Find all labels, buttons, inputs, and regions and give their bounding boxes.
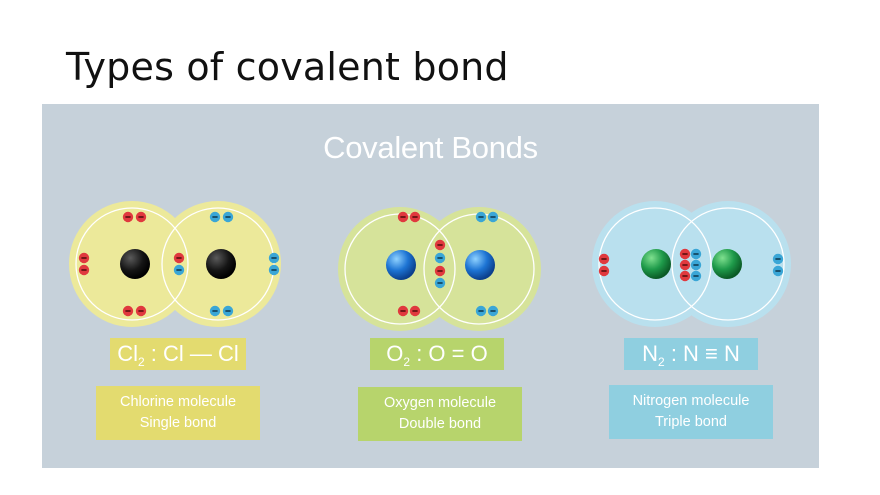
nitrogen-molecule-diagram	[592, 201, 791, 327]
chlorine-formula-label: Cl2 : Cl — Cl	[110, 338, 246, 370]
oxygen-description: Oxygen molecule Double bond	[358, 387, 522, 441]
nitrogen-nucleus-left	[641, 249, 671, 279]
formula-symbol: N	[642, 341, 658, 366]
chlorine-description: Chlorine molecule Single bond	[96, 386, 260, 440]
slide-title: Types of covalent bond	[66, 45, 509, 89]
bond-type: Single bond	[139, 415, 217, 431]
formula-subscript: 2	[658, 355, 665, 369]
nitrogen-nucleus-right	[712, 249, 742, 279]
oxygen-nucleus-right	[465, 250, 495, 280]
formula-symbol: O	[386, 341, 404, 366]
bond-diagrams	[69, 201, 791, 331]
formula-subscript: 2	[137, 355, 145, 369]
chlorine-molecule-diagram	[69, 201, 281, 327]
oxygen-nucleus-left	[386, 250, 416, 280]
formula-structure: : N ≡ N	[670, 341, 740, 366]
nitrogen-description: Nitrogen molecule Triple bond	[609, 385, 773, 439]
nitrogen-formula-label: N2 : N ≡ N	[624, 338, 758, 370]
figure-title: Covalent Bonds	[323, 130, 538, 165]
formula-structure: : Cl — Cl	[150, 341, 239, 366]
formula-subscript: 2	[403, 355, 411, 369]
molecule-name: Nitrogen molecule	[632, 393, 750, 409]
chlorine-nucleus-right	[206, 249, 236, 279]
bond-type: Triple bond	[654, 414, 727, 430]
oxygen-molecule-diagram	[338, 207, 541, 331]
molecule-name: Chlorine molecule	[119, 394, 237, 410]
chlorine-nucleus-left	[120, 249, 150, 279]
covalent-bonds-figure: Covalent Bonds	[42, 104, 819, 468]
formula-symbol: Cl	[117, 341, 138, 366]
molecule-name: Oxygen molecule	[383, 395, 497, 411]
oxygen-formula-label: O2 : O = O	[370, 338, 504, 370]
formula-structure: : O = O	[416, 341, 488, 366]
bond-type: Double bond	[398, 416, 482, 432]
